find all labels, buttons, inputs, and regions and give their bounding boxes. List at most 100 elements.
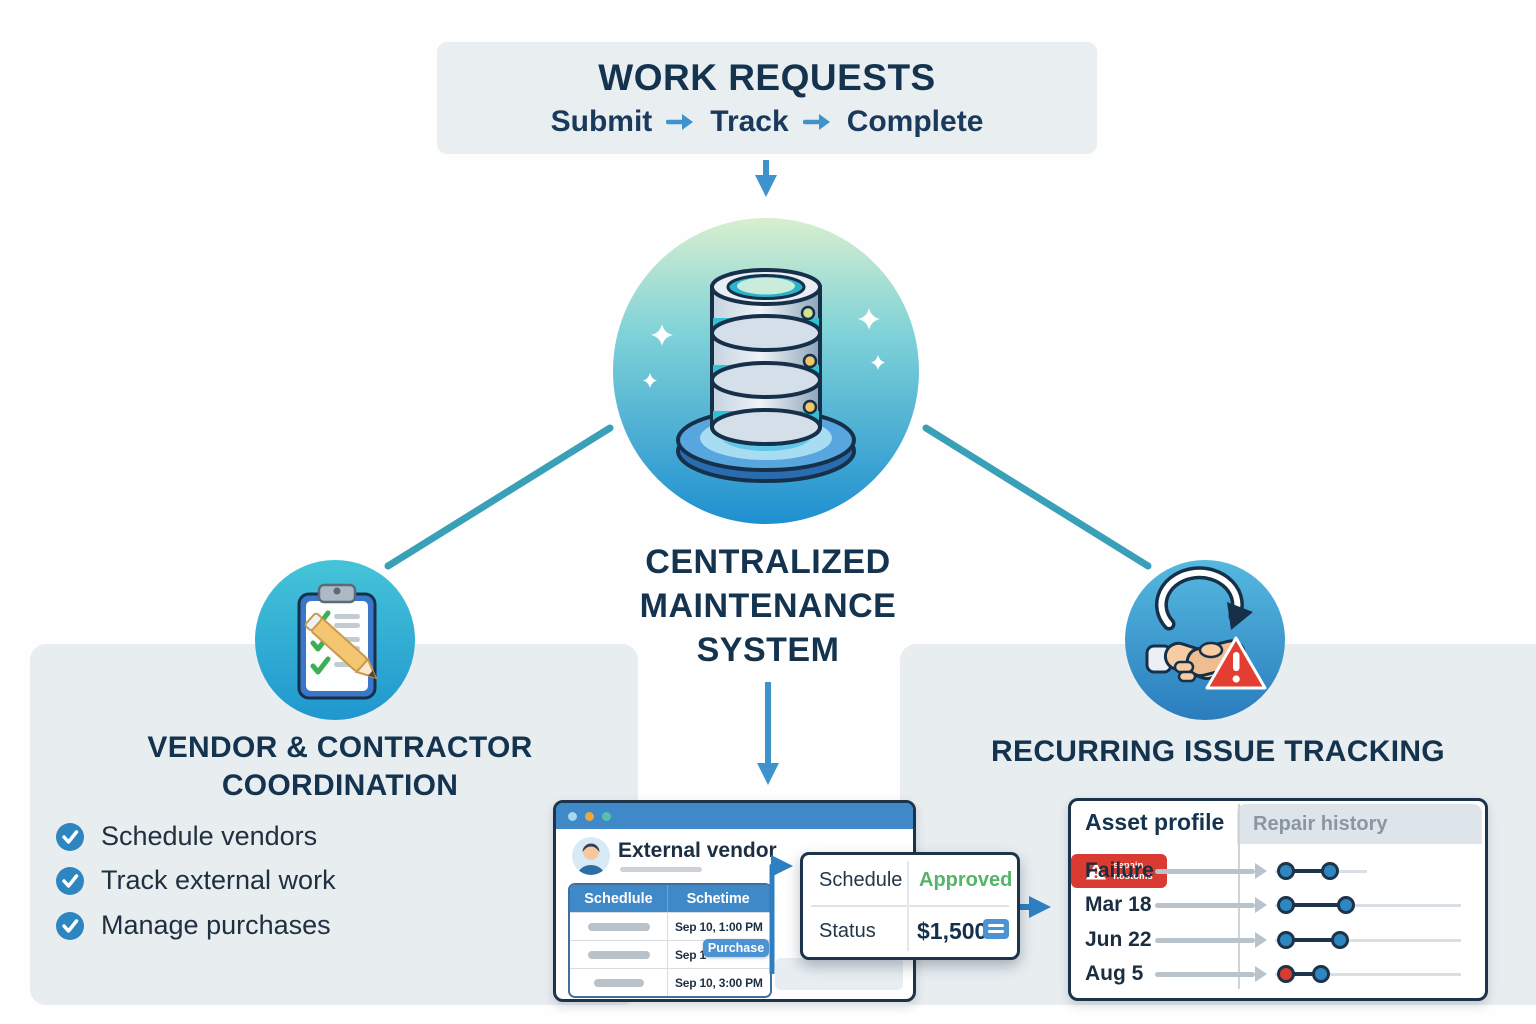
- repair-row-mar-18: Mar 18: [1071, 888, 1479, 922]
- vendor-coordination-title: VENDOR & CONTRACTOR COORDINATION: [40, 729, 640, 805]
- central-system-title: CENTRALIZED MAINTENANCE SYSTEM: [568, 540, 968, 672]
- arrow-shaft: [1155, 902, 1255, 908]
- recurring-issue-title: RECURRING ISSUE TRACKING: [991, 735, 1445, 768]
- repair-row-failure: Failure sepain nostoms: [1071, 854, 1479, 888]
- table-row: Sep 10, 1:00 PM: [570, 912, 770, 940]
- cell-time: Sep 10, 3:00 PM: [675, 975, 763, 990]
- badge-text: sepain nostoms: [1113, 860, 1153, 882]
- timeline-baseline: [1275, 904, 1461, 907]
- central-title-line-2: MAINTENANCE: [639, 587, 897, 625]
- arrow-right-icon: [666, 114, 694, 130]
- bullet-manage-purchases: Manage purchases: [55, 910, 331, 941]
- purchase-button[interactable]: Purchase: [703, 939, 769, 957]
- warning-triangle-icon: [1205, 636, 1267, 690]
- amount-value: $1,500: [917, 918, 988, 944]
- table-row: Sep 10, 3:00 PM: [570, 968, 770, 996]
- work-requests-banner: WORK REQUESTS Submit Track Complete: [437, 42, 1097, 154]
- step-track: Track: [710, 105, 789, 138]
- database-stack-icon: [613, 218, 919, 524]
- tab-asset-profile[interactable]: Asset profile: [1085, 809, 1225, 835]
- bullet-label: Schedule vendors: [101, 821, 318, 851]
- column-divider: [1238, 804, 1240, 989]
- cell-time: Sep 1: [675, 947, 707, 962]
- external-vendor-window: External vendor Schedlule Schetime Sep 1…: [553, 800, 916, 1002]
- timeline-dot: [1331, 931, 1349, 949]
- divider: [907, 861, 909, 951]
- header-schetime: Schetime: [686, 890, 750, 907]
- popup-label: Status: [819, 920, 876, 942]
- bullet-track-external-work: Track external work: [55, 865, 336, 896]
- check-circle-icon: [56, 911, 84, 940]
- step-submit: Submit: [550, 105, 653, 138]
- timeline-dot-alert: [1277, 965, 1295, 983]
- timeline-baseline: [1275, 939, 1461, 942]
- window-dot-icon[interactable]: [568, 811, 577, 821]
- timeline-segment: [1286, 938, 1340, 942]
- arrow-head: [1255, 932, 1267, 948]
- arrow-right-icon: [802, 114, 830, 130]
- tab-repair-history[interactable]: Repair history: [1237, 804, 1482, 844]
- row-label: Aug 5: [1085, 962, 1144, 985]
- approval-popup: Schedule Approved Status $1,500: [800, 852, 1020, 960]
- placeholder-bar: [593, 978, 644, 987]
- window-dot-icon[interactable]: [585, 811, 594, 821]
- clipboard-checklist-icon: [255, 560, 415, 720]
- placeholder-bar: [620, 867, 702, 872]
- timeline-dot: [1277, 862, 1295, 880]
- timeline-segment: [1286, 903, 1346, 907]
- header-schedule: Schedlule: [570, 885, 668, 912]
- arrow-shaft: [1155, 868, 1255, 874]
- vendor-name: External vendor: [618, 839, 777, 862]
- arrow-head: [1255, 897, 1267, 913]
- central-title-line-1: CENTRALIZED: [645, 543, 891, 581]
- bullet-label: Manage purchases: [101, 910, 331, 940]
- repair-alert-badge: sepain nostoms: [1071, 854, 1167, 888]
- repair-row-jun-22: Jun 22: [1071, 923, 1479, 957]
- cell-time: Sep 10, 1:00 PM: [675, 919, 763, 934]
- list-card-icon: [983, 919, 1009, 939]
- row-label: Failure: [1085, 859, 1154, 882]
- banner-title: WORK REQUESTS: [598, 57, 936, 98]
- row-label: Jun 22: [1085, 928, 1152, 951]
- check-circle-icon: [56, 866, 84, 895]
- workflow-steps: Submit Track Complete: [551, 105, 984, 139]
- left-title-line-2: COORDINATION: [221, 769, 459, 802]
- timeline-dot: [1312, 965, 1330, 983]
- divider: [811, 905, 1009, 907]
- badge-line-2: nostoms: [1113, 871, 1153, 882]
- popup-row-status: Status $1,500: [803, 906, 1017, 957]
- timeline-dot: [1337, 896, 1355, 914]
- popup-row-schedule: Schedule Approved: [803, 855, 1017, 906]
- step-complete: Complete: [846, 105, 984, 138]
- popup-label: Schedule: [819, 869, 903, 891]
- warning-triangle-icon: [1086, 862, 1107, 880]
- asset-profile-card: Repair history Asset profile Failure sep…: [1068, 798, 1488, 1001]
- check-circle-icon: [56, 822, 84, 851]
- arrow-shaft: [1155, 971, 1255, 977]
- repair-row-aug-5: Aug 5: [1071, 957, 1479, 991]
- arrow-head: [1255, 966, 1267, 982]
- central-title-line-3: SYSTEM: [696, 631, 840, 669]
- arrow-head: [1255, 863, 1267, 879]
- person-icon: [577, 843, 605, 875]
- bullet-schedule-vendors: Schedule vendors: [55, 821, 317, 852]
- left-title-line-1: VENDOR & CONTRACTOR: [147, 731, 533, 764]
- approved-value: Approved: [919, 869, 1013, 891]
- placeholder-bar: [587, 922, 650, 931]
- badge-line-1: sepain: [1113, 860, 1144, 871]
- timeline-dot: [1277, 931, 1295, 949]
- bullet-label: Track external work: [101, 865, 336, 895]
- timeline-dot: [1277, 896, 1295, 914]
- window-titlebar: [556, 803, 913, 829]
- timeline-dot: [1321, 862, 1339, 880]
- handshake-sync-alert-icon: [1125, 560, 1285, 720]
- arrow-shaft: [1155, 937, 1255, 943]
- table-header-row: Schedlule Schetime: [570, 885, 770, 912]
- avatar: [572, 837, 610, 875]
- window-dot-icon[interactable]: [602, 811, 611, 821]
- timeline-baseline: [1275, 973, 1461, 976]
- placeholder-box: [775, 958, 903, 990]
- row-label: Mar 18: [1085, 893, 1152, 916]
- placeholder-bar: [587, 950, 650, 959]
